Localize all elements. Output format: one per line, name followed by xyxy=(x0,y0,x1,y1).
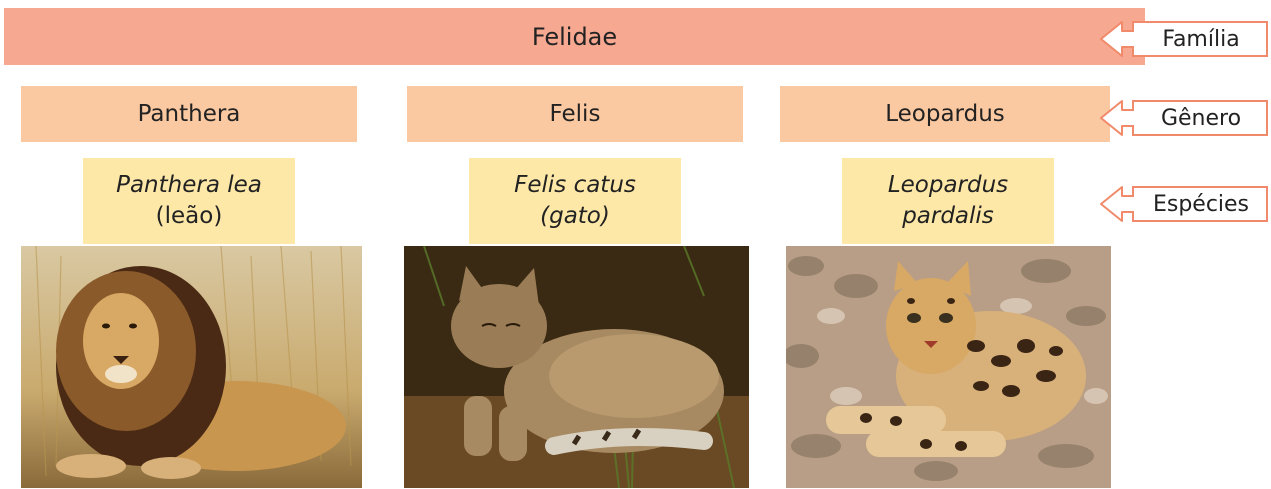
rank-label-genus-text: Gênero xyxy=(1136,98,1266,138)
species-scientific-name: Leopardus xyxy=(888,170,1008,201)
species-box-felis-catus: Felis catus (gato) xyxy=(469,158,681,244)
lion-photo xyxy=(21,246,362,488)
species-box-panthera-lea: Panthera lea (leão) xyxy=(83,158,295,244)
rank-label-species: Espécies xyxy=(1098,184,1270,224)
species-scientific-name-2: pardalis xyxy=(902,201,994,232)
species-common-name: (leão) xyxy=(156,201,223,232)
family-bar: Felidae xyxy=(4,8,1145,65)
family-name: Felidae xyxy=(532,23,617,51)
cat-photo xyxy=(404,246,749,488)
genus-name: Felis xyxy=(550,101,601,127)
rank-label-family-text: Família xyxy=(1136,19,1266,59)
genus-name: Leopardus xyxy=(885,101,1005,127)
genus-box-leopardus: Leopardus xyxy=(780,86,1110,142)
genus-name: Panthera xyxy=(138,101,241,127)
rank-label-genus: Gênero xyxy=(1098,98,1270,138)
ocelot-photo xyxy=(786,246,1111,488)
rank-label-species-text: Espécies xyxy=(1136,184,1266,224)
species-scientific-name: Panthera lea xyxy=(116,170,262,201)
genus-box-felis: Felis xyxy=(407,86,743,142)
species-scientific-name: Felis catus xyxy=(514,170,636,201)
species-box-leopardus-pardalis: Leopardus pardalis xyxy=(842,158,1054,244)
species-common-name: (gato) xyxy=(540,201,610,232)
genus-box-panthera: Panthera xyxy=(21,86,357,142)
rank-label-family: Família xyxy=(1098,19,1270,59)
